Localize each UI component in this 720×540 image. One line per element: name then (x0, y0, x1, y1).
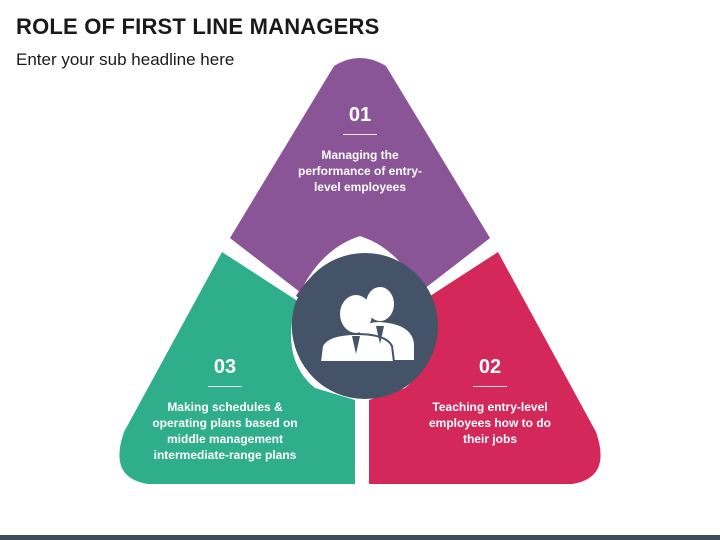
segment-01-body (230, 58, 490, 292)
segment-01: 01 Managing the performance of entry-lev… (290, 104, 430, 195)
page-title: ROLE OF FIRST LINE MANAGERS (16, 14, 380, 39)
segment-02-number: 02 (478, 356, 502, 378)
segment-01-divider (343, 134, 377, 135)
segment-02-description: Teaching entry-level employees how to do… (428, 400, 551, 446)
segment-01-number: 01 (348, 104, 372, 126)
managers-group-icon (318, 287, 414, 363)
segment-01-description: Managing the performance of entry-level … (297, 148, 423, 194)
segment-02: 02 Teaching entry-level employees how to… (420, 356, 560, 447)
segment-02-divider (473, 386, 507, 387)
segment-03: 03 Making schedules & operating plans ba… (150, 356, 300, 463)
segment-03-divider (208, 386, 242, 387)
footer-bar (0, 535, 720, 540)
page-subtitle: Enter your sub headline here (16, 50, 235, 69)
segment-03-description: Making schedules & operating plans based… (152, 400, 298, 462)
segment-03-number: 03 (213, 356, 237, 378)
segment-03-shape (119, 252, 355, 484)
